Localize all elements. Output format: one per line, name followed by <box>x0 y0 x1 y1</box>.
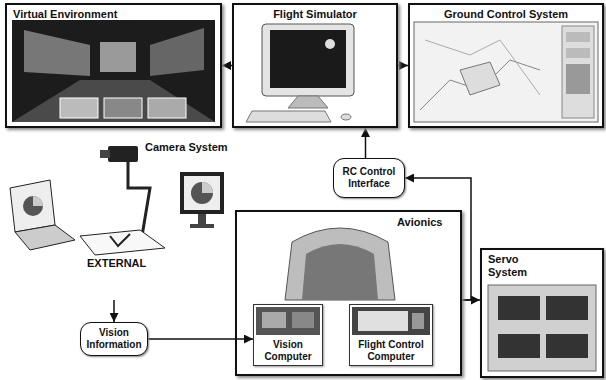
scene-inset <box>104 98 142 118</box>
laptop-screen <box>10 180 55 232</box>
node-title: Virtual Environment <box>13 8 214 21</box>
ground-control-screen <box>414 22 598 122</box>
scene-background <box>12 20 215 122</box>
camera-system-image <box>10 146 224 255</box>
node-title: Flight Simulator <box>240 8 390 21</box>
connector-arrow <box>148 338 253 340</box>
connector-arrow <box>365 128 367 158</box>
servo-unit <box>546 334 588 358</box>
connector-arrow <box>113 300 115 322</box>
scene-inset <box>60 98 98 118</box>
node-title: Camera System <box>145 141 368 154</box>
camera-arm <box>128 162 150 236</box>
servo-unit <box>498 296 540 320</box>
monitor-frame <box>180 172 224 214</box>
scene-object <box>100 42 136 72</box>
monitor-base <box>190 224 214 228</box>
board-detail <box>412 313 424 329</box>
avionics-housing <box>285 228 395 300</box>
avionics-image <box>256 228 430 335</box>
environment-box: Virtual Environment <box>5 3 222 128</box>
node-label: EXTERNAL <box>87 257 310 270</box>
monitor-stand <box>288 96 328 108</box>
camera-group: Camera SystemEXTERNAL <box>5 135 228 300</box>
panel-item <box>566 32 590 42</box>
pie-chart <box>191 182 213 204</box>
board-detail <box>262 312 286 328</box>
node-title: Vision Information <box>85 327 143 351</box>
side-panel <box>562 26 594 118</box>
scene-wall <box>150 28 204 76</box>
servo-unit <box>498 334 540 358</box>
pie-wedge <box>202 182 213 193</box>
pie-wedge <box>33 196 43 206</box>
camera-lens <box>100 150 110 158</box>
servo-board <box>488 285 596 371</box>
laptop-base <box>15 225 75 250</box>
platform-object <box>110 234 130 246</box>
interface-pill: RC Control Interface <box>333 158 405 198</box>
map-area <box>460 62 500 95</box>
mouse <box>341 114 351 120</box>
ground-control-box: Ground Control System <box>408 3 604 128</box>
scene-wall <box>24 30 90 76</box>
map-line <box>420 60 540 110</box>
monitor-screen <box>184 176 220 210</box>
virtual-environment-image <box>12 20 215 122</box>
information-pill: Vision Information <box>80 322 148 356</box>
panel-item <box>566 48 590 58</box>
camera-platform <box>80 230 165 255</box>
node-title: Ground Control System <box>416 8 596 21</box>
node-title: Avionics <box>397 216 606 229</box>
avionics-inner <box>302 244 378 300</box>
simulator-box: Flight Simulator <box>232 3 398 128</box>
node-title: RC Control Interface <box>338 166 400 190</box>
monitor-stand <box>198 214 206 224</box>
vision-computer-image <box>256 307 320 335</box>
node-title: Vision Computer <box>256 339 320 363</box>
camera-body <box>108 146 138 162</box>
node-title: Flight Control Computer <box>352 339 430 363</box>
avionics-box: AvionicsVision ComputerFlight Control Co… <box>235 210 462 376</box>
map-line <box>425 40 540 95</box>
board-detail <box>358 311 408 331</box>
keyboard <box>246 111 331 122</box>
screen <box>414 22 598 122</box>
simulator-computer <box>246 24 354 122</box>
monitor-frame <box>262 24 354 96</box>
pie-chart <box>23 196 43 216</box>
node-title: Servo System <box>488 253 538 279</box>
servo-box: Servo System <box>480 248 604 378</box>
monitor-screen <box>270 30 346 88</box>
scene-inset <box>148 98 186 118</box>
flight-computer-image <box>352 307 430 335</box>
computer-box: Flight Control Computer <box>349 304 433 366</box>
connector-arrow <box>222 65 232 67</box>
board-detail <box>292 312 314 328</box>
servo-image <box>488 285 596 371</box>
scene-floor <box>12 80 215 122</box>
computer-box: Vision Computer <box>253 304 323 366</box>
connector-arrow <box>462 299 480 301</box>
connector-arrow <box>398 65 408 67</box>
panel-item <box>566 64 590 94</box>
servo-unit <box>546 296 588 320</box>
screen-dot <box>325 39 335 49</box>
